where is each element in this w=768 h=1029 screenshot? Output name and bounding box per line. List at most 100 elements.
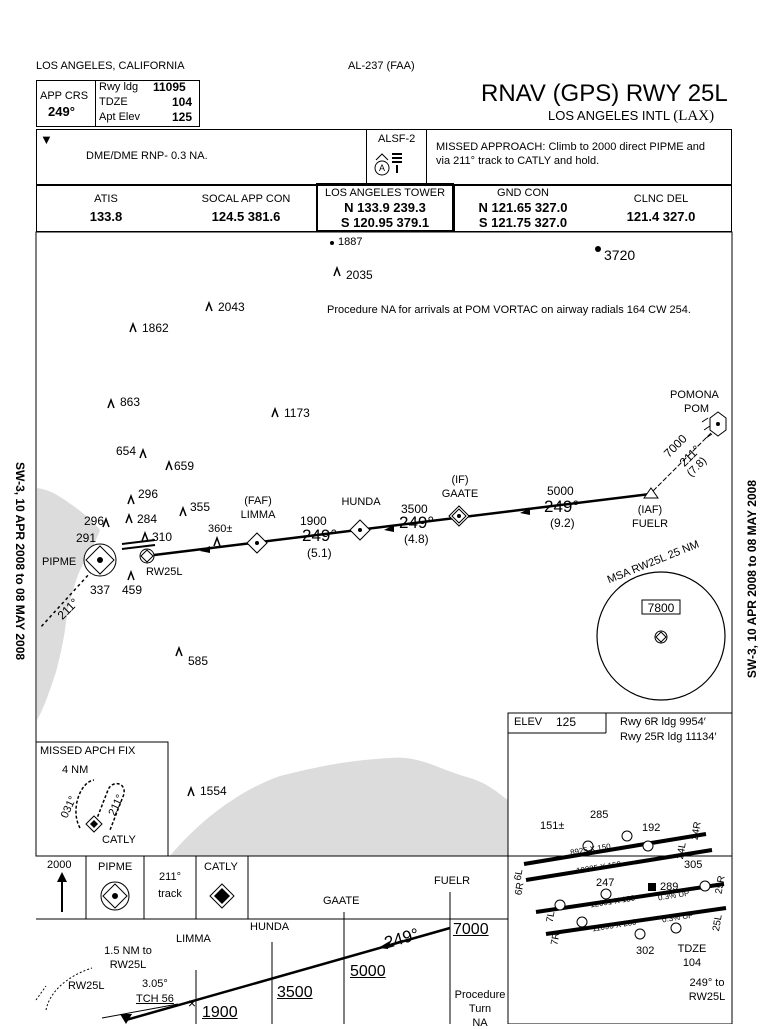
profile-gaate-label: GAATE <box>323 895 360 907</box>
proc-turn-1: Procedure <box>454 989 506 1001</box>
profile-rw25l: RW25L <box>68 980 105 992</box>
missed-approach-line2: via 211° track to CATLY and hold. <box>436 155 600 167</box>
runway-7r-25l <box>545 906 727 936</box>
divider <box>95 80 96 127</box>
approach-light-icon <box>374 153 402 176</box>
profile-alt-5000: 5000 <box>350 963 386 980</box>
limma-label: LIMMA <box>240 509 276 521</box>
leg-dist-label: (4.8) <box>404 532 429 546</box>
limma-cross-icon: × <box>188 995 196 1011</box>
runway-extension <box>121 539 156 545</box>
profile-alt-1900: 1900 <box>202 1004 238 1021</box>
tdze-value: 104 <box>172 95 193 109</box>
obstacle-label: 1554 <box>200 784 227 798</box>
procedure-note: Procedure NA for arrivals at POM VORTAC … <box>327 304 691 316</box>
leg-course-label: 249° <box>302 526 338 545</box>
comm-clnc-freq: 121.4 327.0 <box>626 209 696 224</box>
obstacle-label: 355 <box>190 500 211 514</box>
obstacle-icon <box>107 397 115 409</box>
obstacle-icons <box>102 265 341 797</box>
missed-fix-name: CATLY <box>102 834 136 846</box>
comm-app-freq: 124.5 381.6 <box>211 209 281 224</box>
obstacle-icon <box>139 447 147 459</box>
building-icon <box>648 883 656 891</box>
pom-label: POM <box>684 403 710 415</box>
profile-nm-note-1: 1.5 NM to <box>104 945 152 957</box>
msa-alt-box <box>641 599 681 615</box>
leg-course-label: 249° <box>399 513 435 532</box>
profile-alt-3500: 3500 <box>277 984 313 1001</box>
location: LOS ANGELES, CALIFORNIA <box>36 60 185 72</box>
comm-atis-name: ATIS <box>94 193 118 205</box>
runway-7l-25r <box>535 882 725 914</box>
leg-alt-label: 3500 <box>401 502 428 516</box>
obstacle-icon <box>127 569 135 581</box>
hunda-label: HUNDA <box>341 496 381 508</box>
airport-label: 151± <box>540 820 565 832</box>
fix-pipme-icon <box>83 543 117 577</box>
procedure-title: RNAV (GPS) RWY 25L <box>481 80 728 107</box>
airport-name-text: LOS ANGELES INTL <box>548 108 670 123</box>
course-arrow-icon <box>384 525 394 532</box>
pomona-label: POMONA <box>670 389 719 401</box>
obstacle-label: 659 <box>174 459 195 473</box>
approach-course-line <box>145 492 651 558</box>
comm-atis-freq: 133.8 <box>89 209 123 224</box>
obstacle-icon <box>271 406 279 418</box>
airport-label: 247 <box>596 877 615 889</box>
side-date-left: SW-3, 10 APR 2008 to 08 MAY 2008 <box>13 462 27 661</box>
pom-vortac-icon <box>701 411 727 439</box>
obstacle-icon <box>187 785 195 797</box>
comm-gnd-north: N 121.65 327.0 <box>478 200 568 215</box>
obstacle-icon <box>165 459 173 471</box>
runway-end-label: 7L <box>544 910 558 924</box>
obstacle-icon <box>141 530 149 542</box>
lighting-label: ALSF-2 <box>378 133 416 145</box>
rnp-triangle-icon: ▼ <box>40 132 53 147</box>
fix-fuelr-icon <box>643 487 659 499</box>
obstacle-dot-icon <box>595 246 601 252</box>
ocean-area <box>170 757 508 856</box>
fix-limma-icon <box>246 532 268 554</box>
missed-climb-path <box>35 985 47 1001</box>
obstacle-label: 337 <box>90 583 111 597</box>
divider <box>454 185 455 232</box>
profile-nm-note-2: RW25L <box>109 959 147 971</box>
feeder-route <box>651 427 717 493</box>
app-crs-label: APP CRS <box>40 90 89 102</box>
leg-dist-label: (5.1) <box>307 546 332 560</box>
airport-label: 305 <box>684 859 703 871</box>
obstacle-label: 654 <box>116 444 137 458</box>
obstacle-label: 459 <box>122 583 143 597</box>
obstacle-label: 1887 <box>338 236 363 248</box>
gaate-if-label: (IF) <box>451 474 469 486</box>
obstacle-label: 296 <box>84 514 105 528</box>
chart-id: AL-237 (FAA) <box>348 60 415 72</box>
obstacle-icon <box>179 505 187 517</box>
obstacle-label: 1862 <box>142 321 169 335</box>
course-arrow-icon <box>200 546 210 553</box>
climb-arrow-icon <box>57 872 67 912</box>
runway-6r-24l <box>525 848 713 882</box>
proc-turn-2: Turn <box>468 1003 492 1015</box>
obstacle-icon <box>125 512 133 524</box>
profile-track-label: track <box>158 888 182 900</box>
airport-diagram-box <box>507 712 733 1024</box>
airport-code: (LAX) <box>673 108 715 124</box>
ad-tdze-value: 104 <box>682 957 702 969</box>
holding-pattern-icon <box>75 779 125 833</box>
profile-track-value: 211° <box>159 871 181 883</box>
elev-label: ELEV <box>514 716 543 728</box>
profile-catly-label: CATLY <box>204 861 238 873</box>
tower-box <box>316 183 454 232</box>
leg-alt-label: 5000 <box>547 484 574 498</box>
obstacle-label: 310 <box>152 530 173 544</box>
course-arrow-icon <box>378 941 390 949</box>
comm-clnc-name: CLNC DEL <box>633 193 689 205</box>
obstacle-label: 360± <box>208 523 233 535</box>
tdze-label: TDZE <box>99 96 128 108</box>
gaate-label: GAATE <box>441 488 479 500</box>
profile-hunda-label: HUNDA <box>250 921 290 933</box>
approach-data-box <box>36 80 200 127</box>
obstacle-icon <box>102 516 110 528</box>
